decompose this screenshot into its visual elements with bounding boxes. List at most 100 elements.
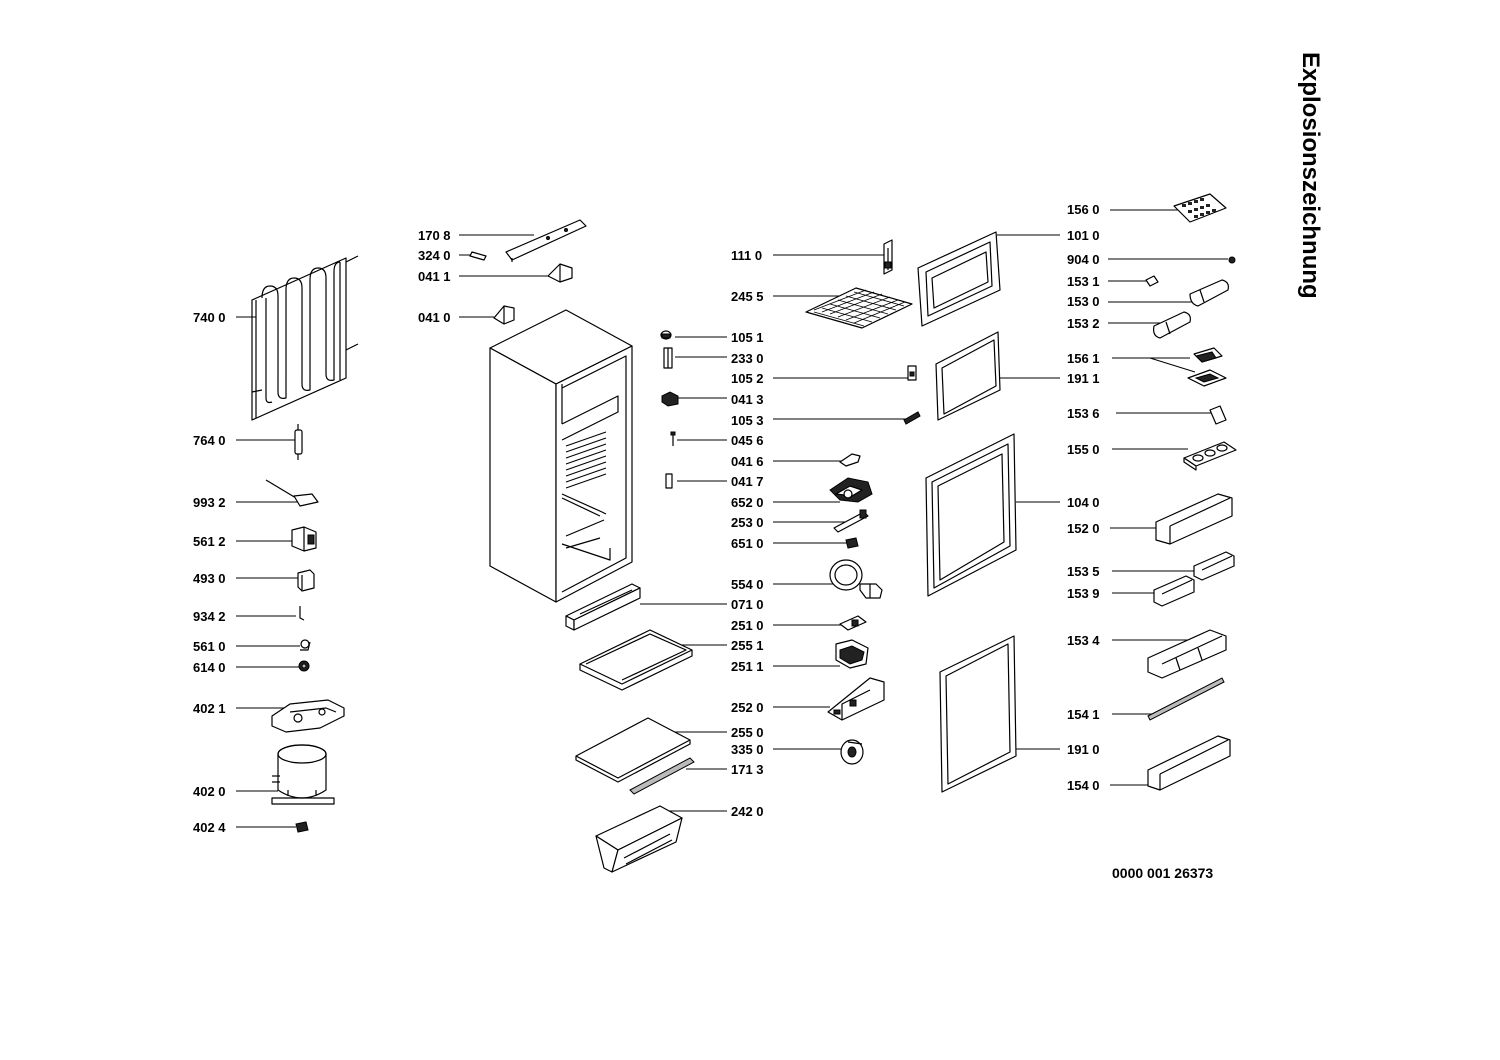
lamp-assembly xyxy=(829,559,883,599)
label-071-0: 071 0 xyxy=(731,597,764,612)
label-764-0: 764 0 xyxy=(193,433,226,448)
egg-shelf-153-2 xyxy=(1153,311,1191,339)
label-402-1: 402 1 xyxy=(193,701,226,716)
sensor-253 xyxy=(833,509,869,533)
label-041-0: 041 0 xyxy=(418,310,451,325)
label-105-1: 105 1 xyxy=(731,330,764,345)
top-rail xyxy=(505,219,587,262)
label-153-1: 153 1 xyxy=(1067,274,1100,289)
fridge-gasket xyxy=(939,635,1017,793)
housing-251-1 xyxy=(835,639,869,669)
compressor-clip xyxy=(295,821,309,833)
label-041-7: 041 7 xyxy=(731,474,764,489)
label-153-9: 153 9 xyxy=(1067,586,1100,601)
label-155-0: 155 0 xyxy=(1067,442,1100,457)
condenser-coil xyxy=(251,255,359,421)
plug-904 xyxy=(1228,256,1236,264)
trim-strip xyxy=(629,757,695,795)
compressor xyxy=(271,744,335,805)
hinge-bracket-upper xyxy=(547,263,573,283)
filter-drier xyxy=(294,424,303,460)
knob xyxy=(840,739,864,765)
label-233-0: 233 0 xyxy=(731,351,764,366)
grommet xyxy=(298,660,310,672)
label-335-0: 335 0 xyxy=(731,742,764,757)
label-152-0: 152 0 xyxy=(1067,521,1100,536)
hinge-105-3 xyxy=(903,411,921,425)
label-154-1: 154 1 xyxy=(1067,707,1100,722)
label-191-1: 191 1 xyxy=(1067,371,1100,386)
door-bin-153-4 xyxy=(1147,629,1227,679)
bottom-rail xyxy=(565,583,641,631)
relay xyxy=(291,526,317,552)
freezer-door xyxy=(917,231,1001,327)
thermostat-assembly xyxy=(829,477,873,503)
egg-tray xyxy=(1183,441,1237,471)
label-252-0: 252 0 xyxy=(731,700,764,715)
label-324-0: 324 0 xyxy=(418,248,451,263)
label-251-0: 251 0 xyxy=(731,618,764,633)
egg-shelf-153-0 xyxy=(1189,279,1229,307)
bracket-041-7 xyxy=(665,473,673,489)
label-934-2: 934 2 xyxy=(193,609,226,624)
crisper-drawer xyxy=(595,805,683,873)
label-561-0: 561 0 xyxy=(193,639,226,654)
label-614-0: 614 0 xyxy=(193,660,226,675)
label-245-5: 245 5 xyxy=(731,289,764,304)
glass-shelf-frame xyxy=(579,629,693,691)
label-554-0: 554 0 xyxy=(731,577,764,592)
cap-105-1 xyxy=(660,330,672,340)
label-651-0: 651 0 xyxy=(731,536,764,551)
label-191-0: 191 0 xyxy=(1067,742,1100,757)
bracket-041-6 xyxy=(839,453,861,467)
sensor-cable xyxy=(265,479,319,507)
label-101-0: 101 0 xyxy=(1067,228,1100,243)
label-045-6: 045 6 xyxy=(731,433,764,448)
door-bin-154-0 xyxy=(1147,735,1231,791)
hinge-153-1 xyxy=(1145,275,1159,287)
label-041-1: 041 1 xyxy=(418,269,451,284)
label-993-2: 993 2 xyxy=(193,495,226,510)
compressor-cover xyxy=(271,699,345,733)
hinge-bracket xyxy=(493,305,515,325)
pin-045-6 xyxy=(670,431,676,446)
label-904-0: 904 0 xyxy=(1067,252,1100,267)
door-bin-152 xyxy=(1155,493,1233,545)
label-171-3: 171 3 xyxy=(731,762,764,777)
switch-651 xyxy=(845,537,859,549)
label-154-0: 154 0 xyxy=(1067,778,1100,793)
wire-shelf xyxy=(805,287,913,329)
glass-shelf xyxy=(575,717,691,783)
label-740-0: 740 0 xyxy=(193,310,226,325)
label-104-0: 104 0 xyxy=(1067,495,1100,510)
hinge-105-2 xyxy=(907,365,917,381)
label-402-0: 402 0 xyxy=(193,784,226,799)
label-493-0: 493 0 xyxy=(193,571,226,586)
small-part-561 xyxy=(300,639,311,651)
label-041-6: 041 6 xyxy=(731,454,764,469)
screw xyxy=(469,251,487,261)
label-153-2: 153 2 xyxy=(1067,316,1100,331)
label-153-4: 153 4 xyxy=(1067,633,1100,648)
label-561-2: 561 2 xyxy=(193,534,226,549)
ice-tray-set-156-1 xyxy=(1187,347,1227,387)
fridge-door xyxy=(925,433,1017,597)
label-255-1: 255 1 xyxy=(731,638,764,653)
cover-233 xyxy=(663,347,673,369)
label-251-1: 251 1 xyxy=(731,659,764,674)
hinge-041-3 xyxy=(661,391,679,407)
label-111-0: 111 0 xyxy=(731,248,762,263)
door-bin-153-5 xyxy=(1193,551,1235,581)
overload-protector xyxy=(297,569,315,592)
freezer-gasket xyxy=(935,331,1001,421)
part-labels: 740 0 764 0 993 2 561 2 493 0 934 2 561 … xyxy=(193,202,1100,835)
housing-252-0 xyxy=(827,677,885,721)
label-156-0: 156 0 xyxy=(1067,202,1100,217)
trim-154-1 xyxy=(1147,677,1225,721)
ice-tray xyxy=(1173,193,1227,223)
cover-251-0 xyxy=(839,615,867,631)
label-170-8: 170 8 xyxy=(418,228,451,243)
label-105-3: 105 3 xyxy=(731,413,764,428)
label-652-0: 652 0 xyxy=(731,495,764,510)
